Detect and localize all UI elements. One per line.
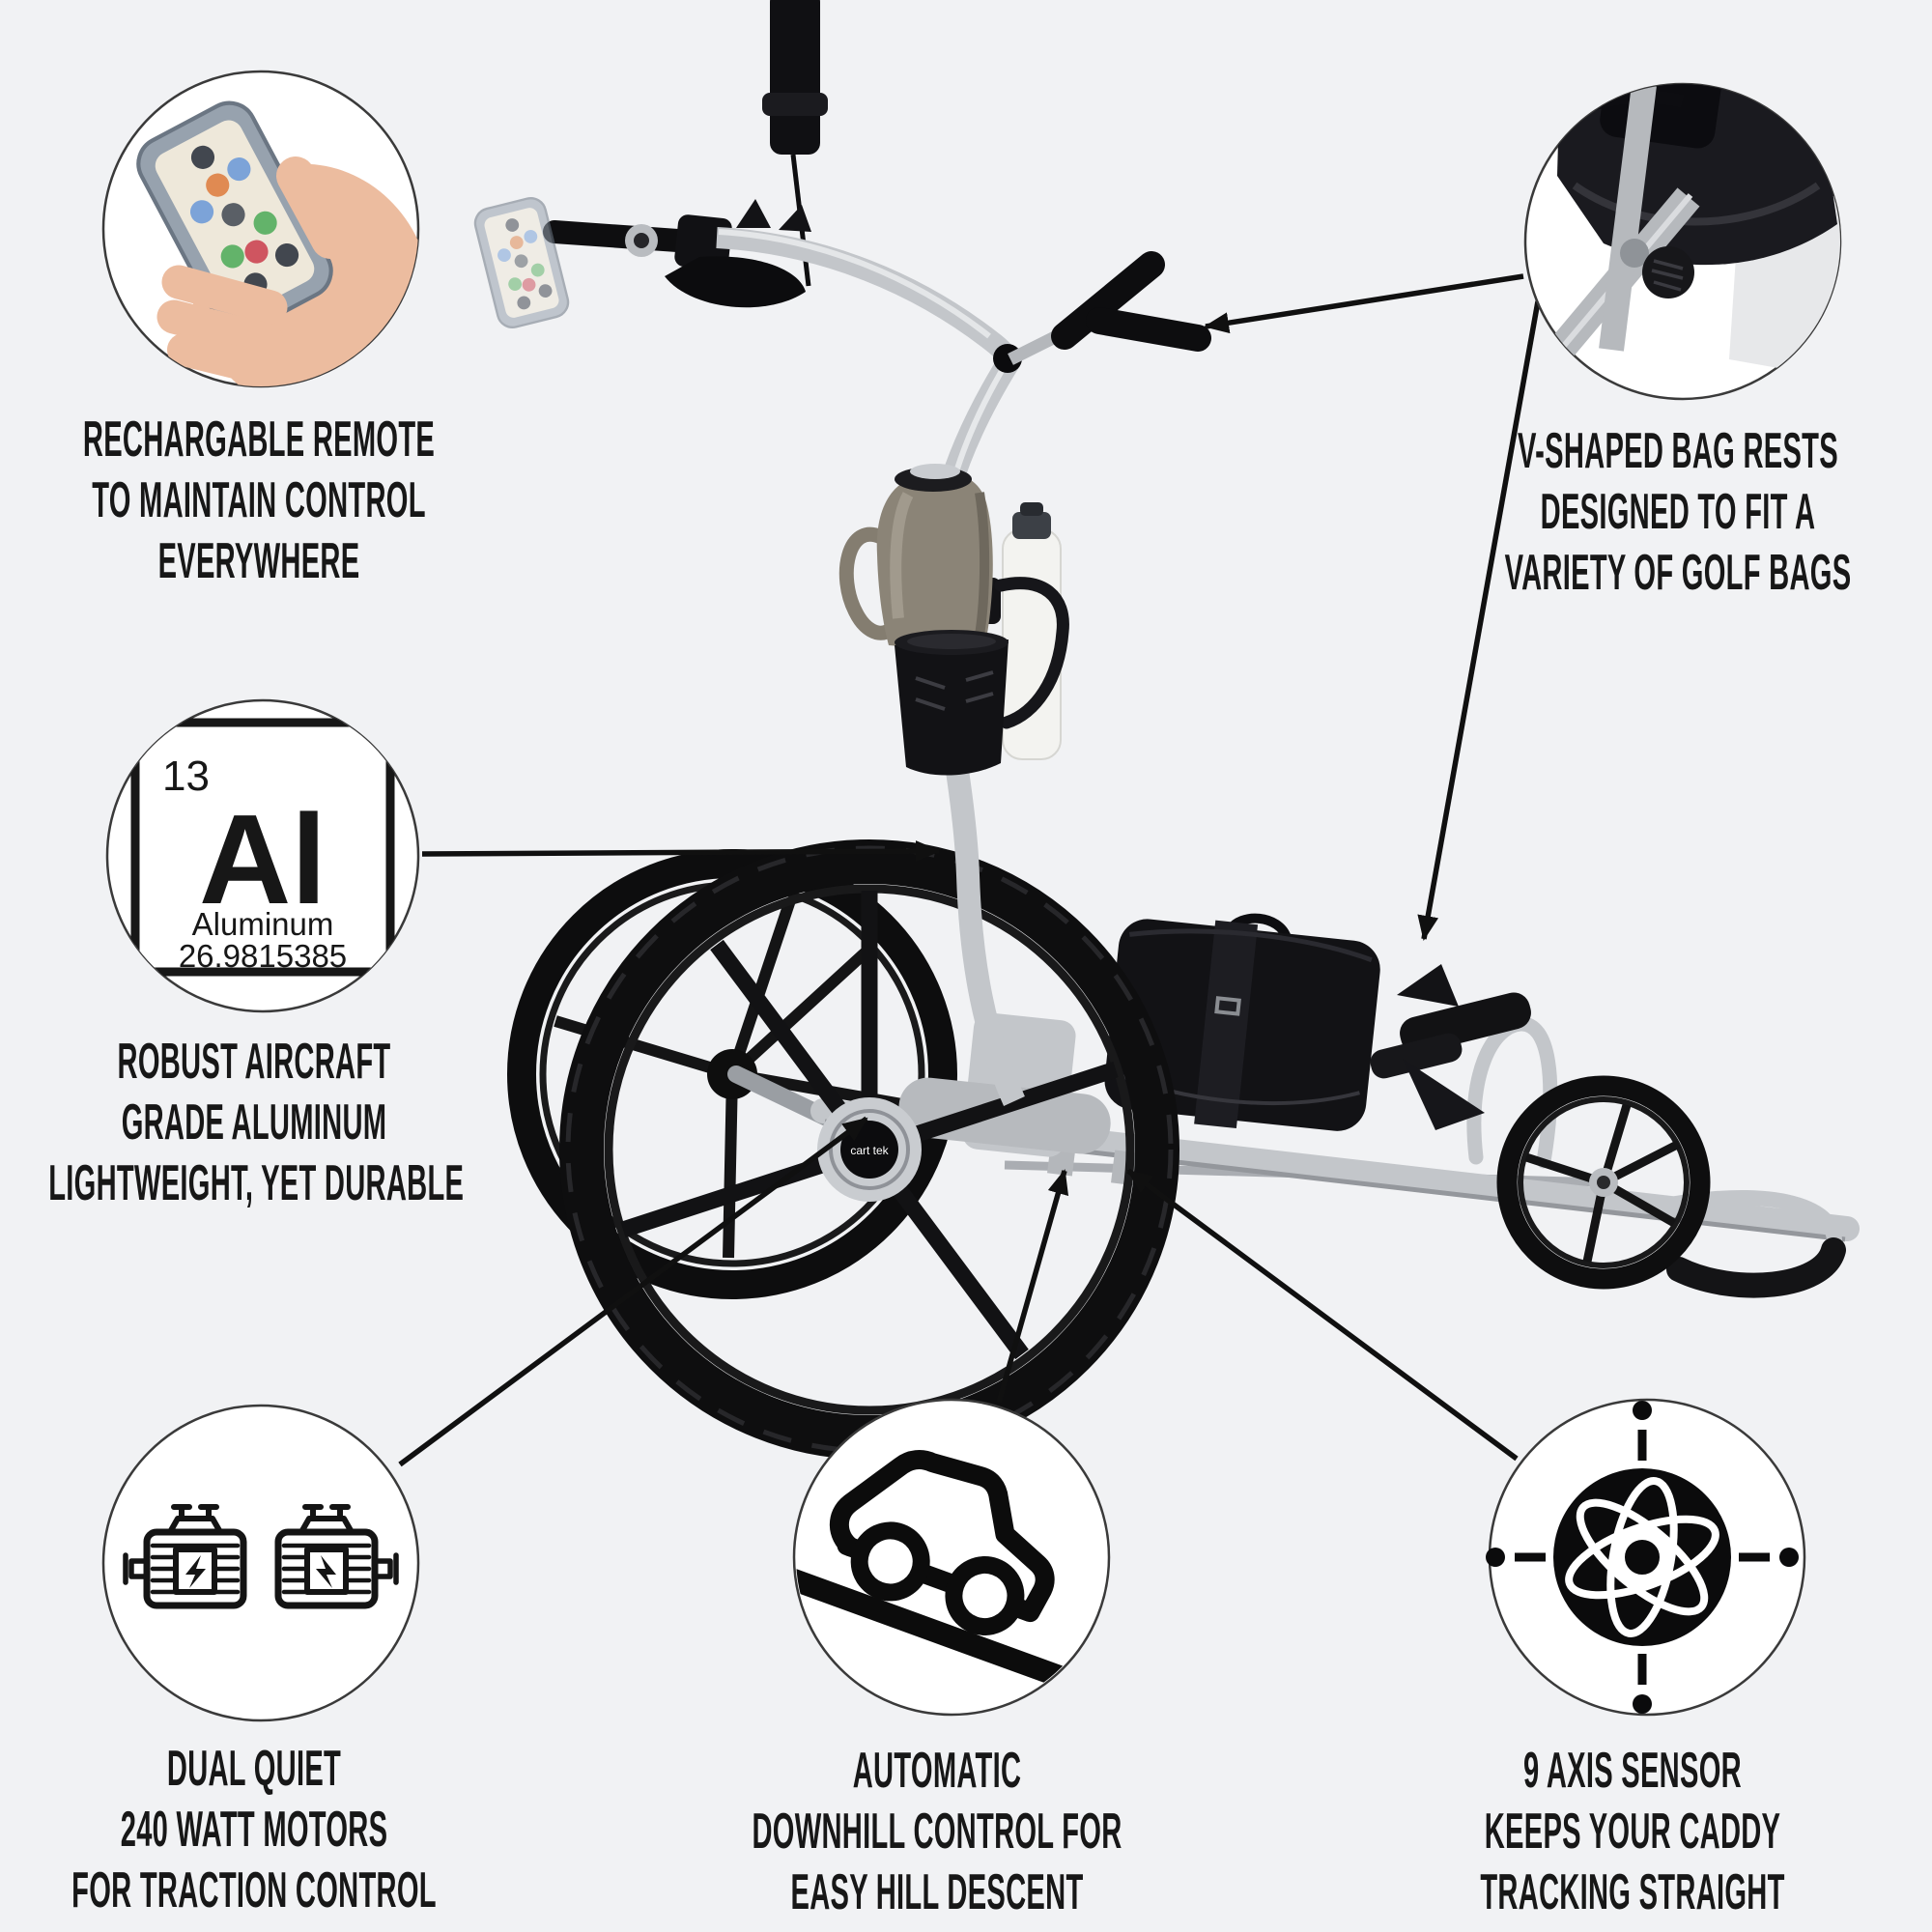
caption-line: AUTOMATIC: [852, 1743, 1022, 1799]
frame-tube-vertical: [1599, 84, 1657, 352]
handle-grip-left: [1051, 251, 1165, 350]
rear-wheel: [1496, 1075, 1711, 1290]
caption-line: DOWNHILL CONTROL FOR: [752, 1804, 1122, 1860]
caption-line: 240 WATT MOTORS: [120, 1802, 388, 1858]
downhill-icon-circle: [792, 1398, 1111, 1717]
caption-sensor: 9 AXIS SENSOR KEEPS YOUR CADDY TRACKING …: [1427, 1741, 1838, 1923]
arrow-motors-to-wheel-hub: [398, 1116, 868, 1467]
arrow-aluminum-to-stem: [421, 840, 941, 863]
caption-bag-rests: V-SHAPED BAG RESTS DESIGNED TO FIT A VAR…: [1472, 421, 1884, 604]
handle-grip-right: [1086, 307, 1211, 352]
rear-bumper: [1666, 1190, 1846, 1298]
caption-aluminum: ROBUST AIRCRAFT GRADE ALUMINUM LIGHTWEIG…: [48, 1032, 465, 1214]
element-symbol: Al: [199, 788, 327, 930]
handlebar: [543, 199, 1211, 373]
caption-line: LIGHTWEIGHT, YET DURABLE: [48, 1155, 465, 1211]
wheel-hub-label: cart tek: [850, 1144, 889, 1157]
caption-line: DESIGNED TO FIT A: [1540, 484, 1816, 540]
caption-line: RECHARGABLE REMOTE: [82, 412, 436, 468]
aluminum-element-circle: 13 Al Aluminum 26.9815385: [105, 698, 420, 1013]
bag-rest-straps: [1370, 964, 1531, 1130]
element-atomic-mass: 26.9815385: [179, 938, 347, 974]
caption-line: TO MAINTAIN CONTROL: [92, 472, 426, 528]
caption-remote: RECHARGABLE REMOTE TO MAINTAIN CONTROL E…: [53, 410, 465, 592]
caption-line: EASY HILL DESCENT: [790, 1864, 1084, 1920]
element-tile: [130, 718, 395, 977]
caption-line: KEEPS YOUR CADDY: [1484, 1804, 1781, 1860]
arrow-bagrest-to-rear-rest: [1417, 300, 1541, 941]
caption-line: V-SHAPED BAG RESTS: [1518, 423, 1838, 479]
element-name: Aluminum: [192, 906, 334, 942]
remote-photo-circle: [101, 70, 420, 388]
caption-line: EVERYWHERE: [157, 533, 360, 589]
caption-downhill: AUTOMATIC DOWNHILL CONTROL FOR EASY HILL…: [731, 1741, 1143, 1923]
umbrella-holder: [762, 0, 828, 287]
caption-motors: DUAL QUIET 240 WATT MOTORS FOR TRACTION …: [48, 1739, 460, 1921]
cup-holder: [895, 630, 1009, 776]
motors-icon-circle: [101, 1404, 420, 1722]
sensor-icon-circle: [1486, 1398, 1806, 1717]
arrow-sensor-to-chassis: [1126, 1168, 1519, 1462]
bag-rim: [1572, 182, 1821, 226]
caption-line: DUAL QUIET: [166, 1741, 342, 1797]
car-on-slope-icon: [796, 1450, 1071, 1689]
caption-line: 9 AXIS SENSOR: [1523, 1743, 1742, 1799]
caption-line: TRACKING STRAIGHT: [1480, 1864, 1785, 1920]
arrow-downhill-to-chassis: [996, 1169, 1069, 1404]
bag-rest-photo-circle: [1523, 82, 1842, 401]
caption-line: ROBUST AIRCRAFT: [117, 1034, 391, 1090]
nine-axis-gyro-icon: [1486, 1401, 1799, 1714]
arrow-bagrest-to-handle: [1204, 273, 1524, 334]
fingers: [156, 156, 350, 385]
sand-jug: [838, 464, 993, 653]
caption-line: VARIETY OF GOLF BAGS: [1504, 545, 1852, 601]
mounted-remote-ghost: [470, 193, 573, 332]
element-atomic-number: 13: [162, 753, 210, 800]
caption-line: GRADE ALUMINUM: [121, 1094, 387, 1151]
callout-arrows: [398, 273, 1541, 1467]
caption-line: FOR TRACTION CONTROL: [71, 1862, 437, 1918]
adjuster-knob: [1642, 246, 1694, 298]
